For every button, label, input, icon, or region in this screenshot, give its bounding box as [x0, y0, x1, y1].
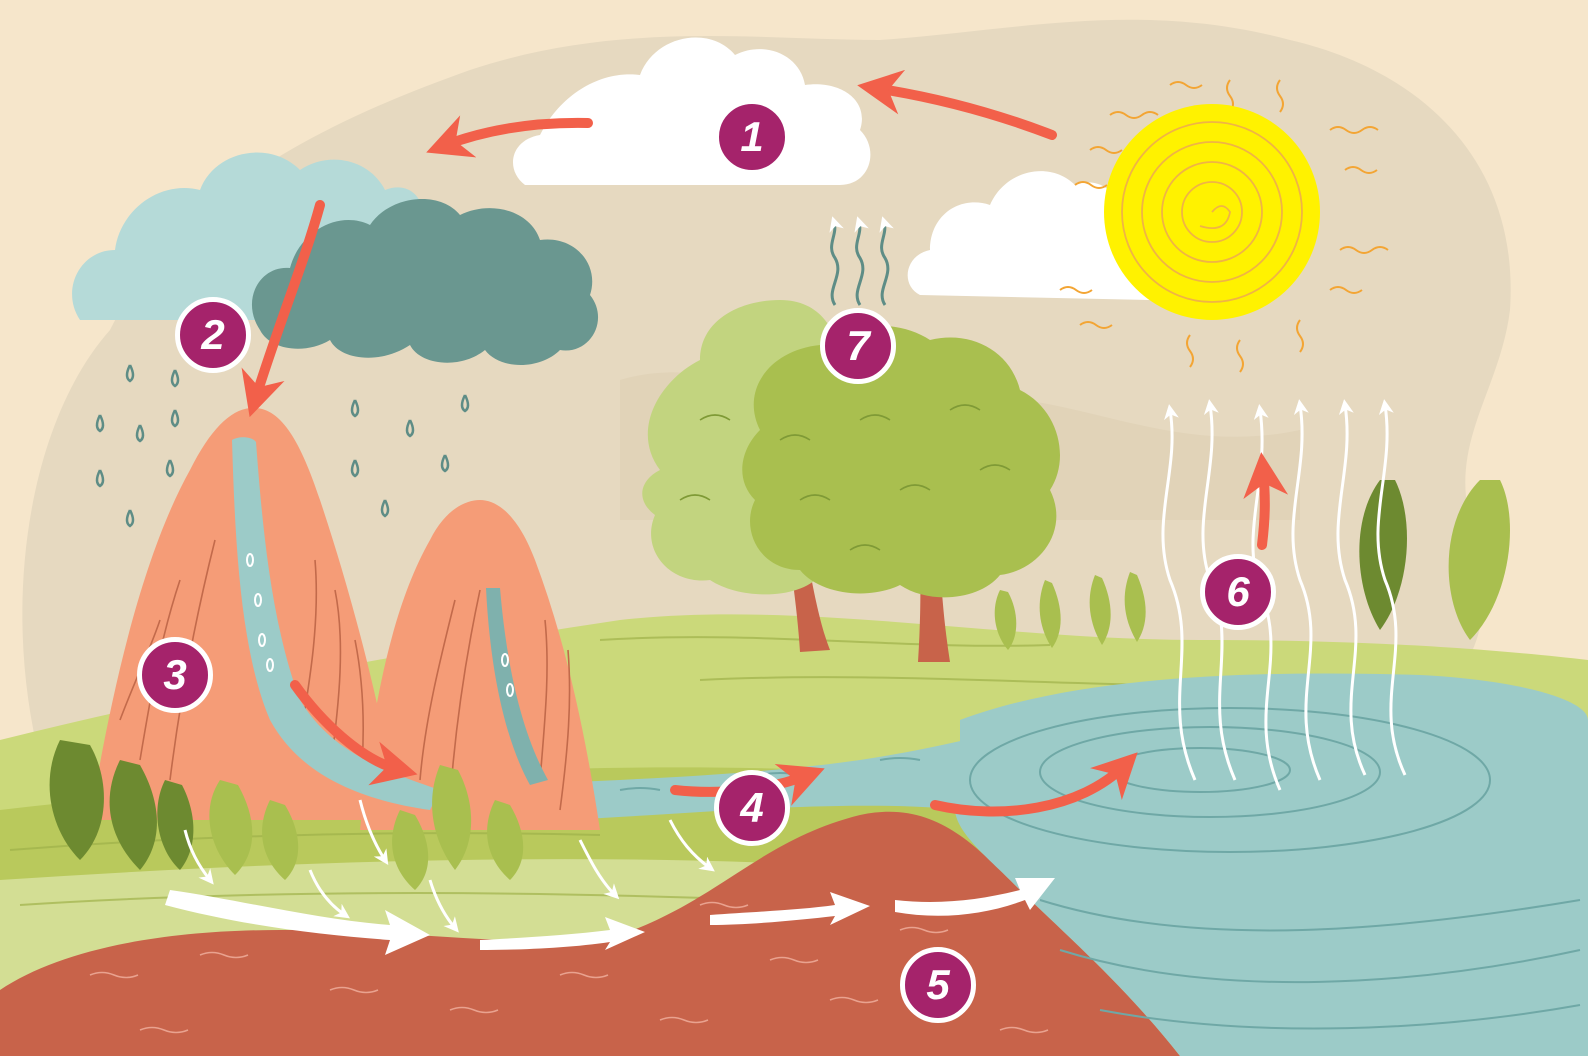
step-badge-4: 4 [714, 770, 790, 846]
step-number-7: 7 [846, 325, 869, 367]
step-badge-6: 6 [1200, 554, 1276, 630]
step-badge-1: 1 [714, 99, 790, 175]
step-number-2: 2 [201, 314, 224, 356]
step-number-5: 5 [926, 964, 949, 1006]
step-number-1: 1 [740, 116, 763, 158]
step-number-6: 6 [1226, 571, 1249, 613]
step-number-3: 3 [163, 654, 186, 696]
step-badge-5: 5 [900, 947, 976, 1023]
step-badge-3: 3 [137, 637, 213, 713]
step-badge-2: 2 [175, 297, 251, 373]
arrow-evaporation [1262, 470, 1265, 545]
step-badge-7: 7 [820, 308, 896, 384]
step-number-4: 4 [740, 787, 763, 829]
